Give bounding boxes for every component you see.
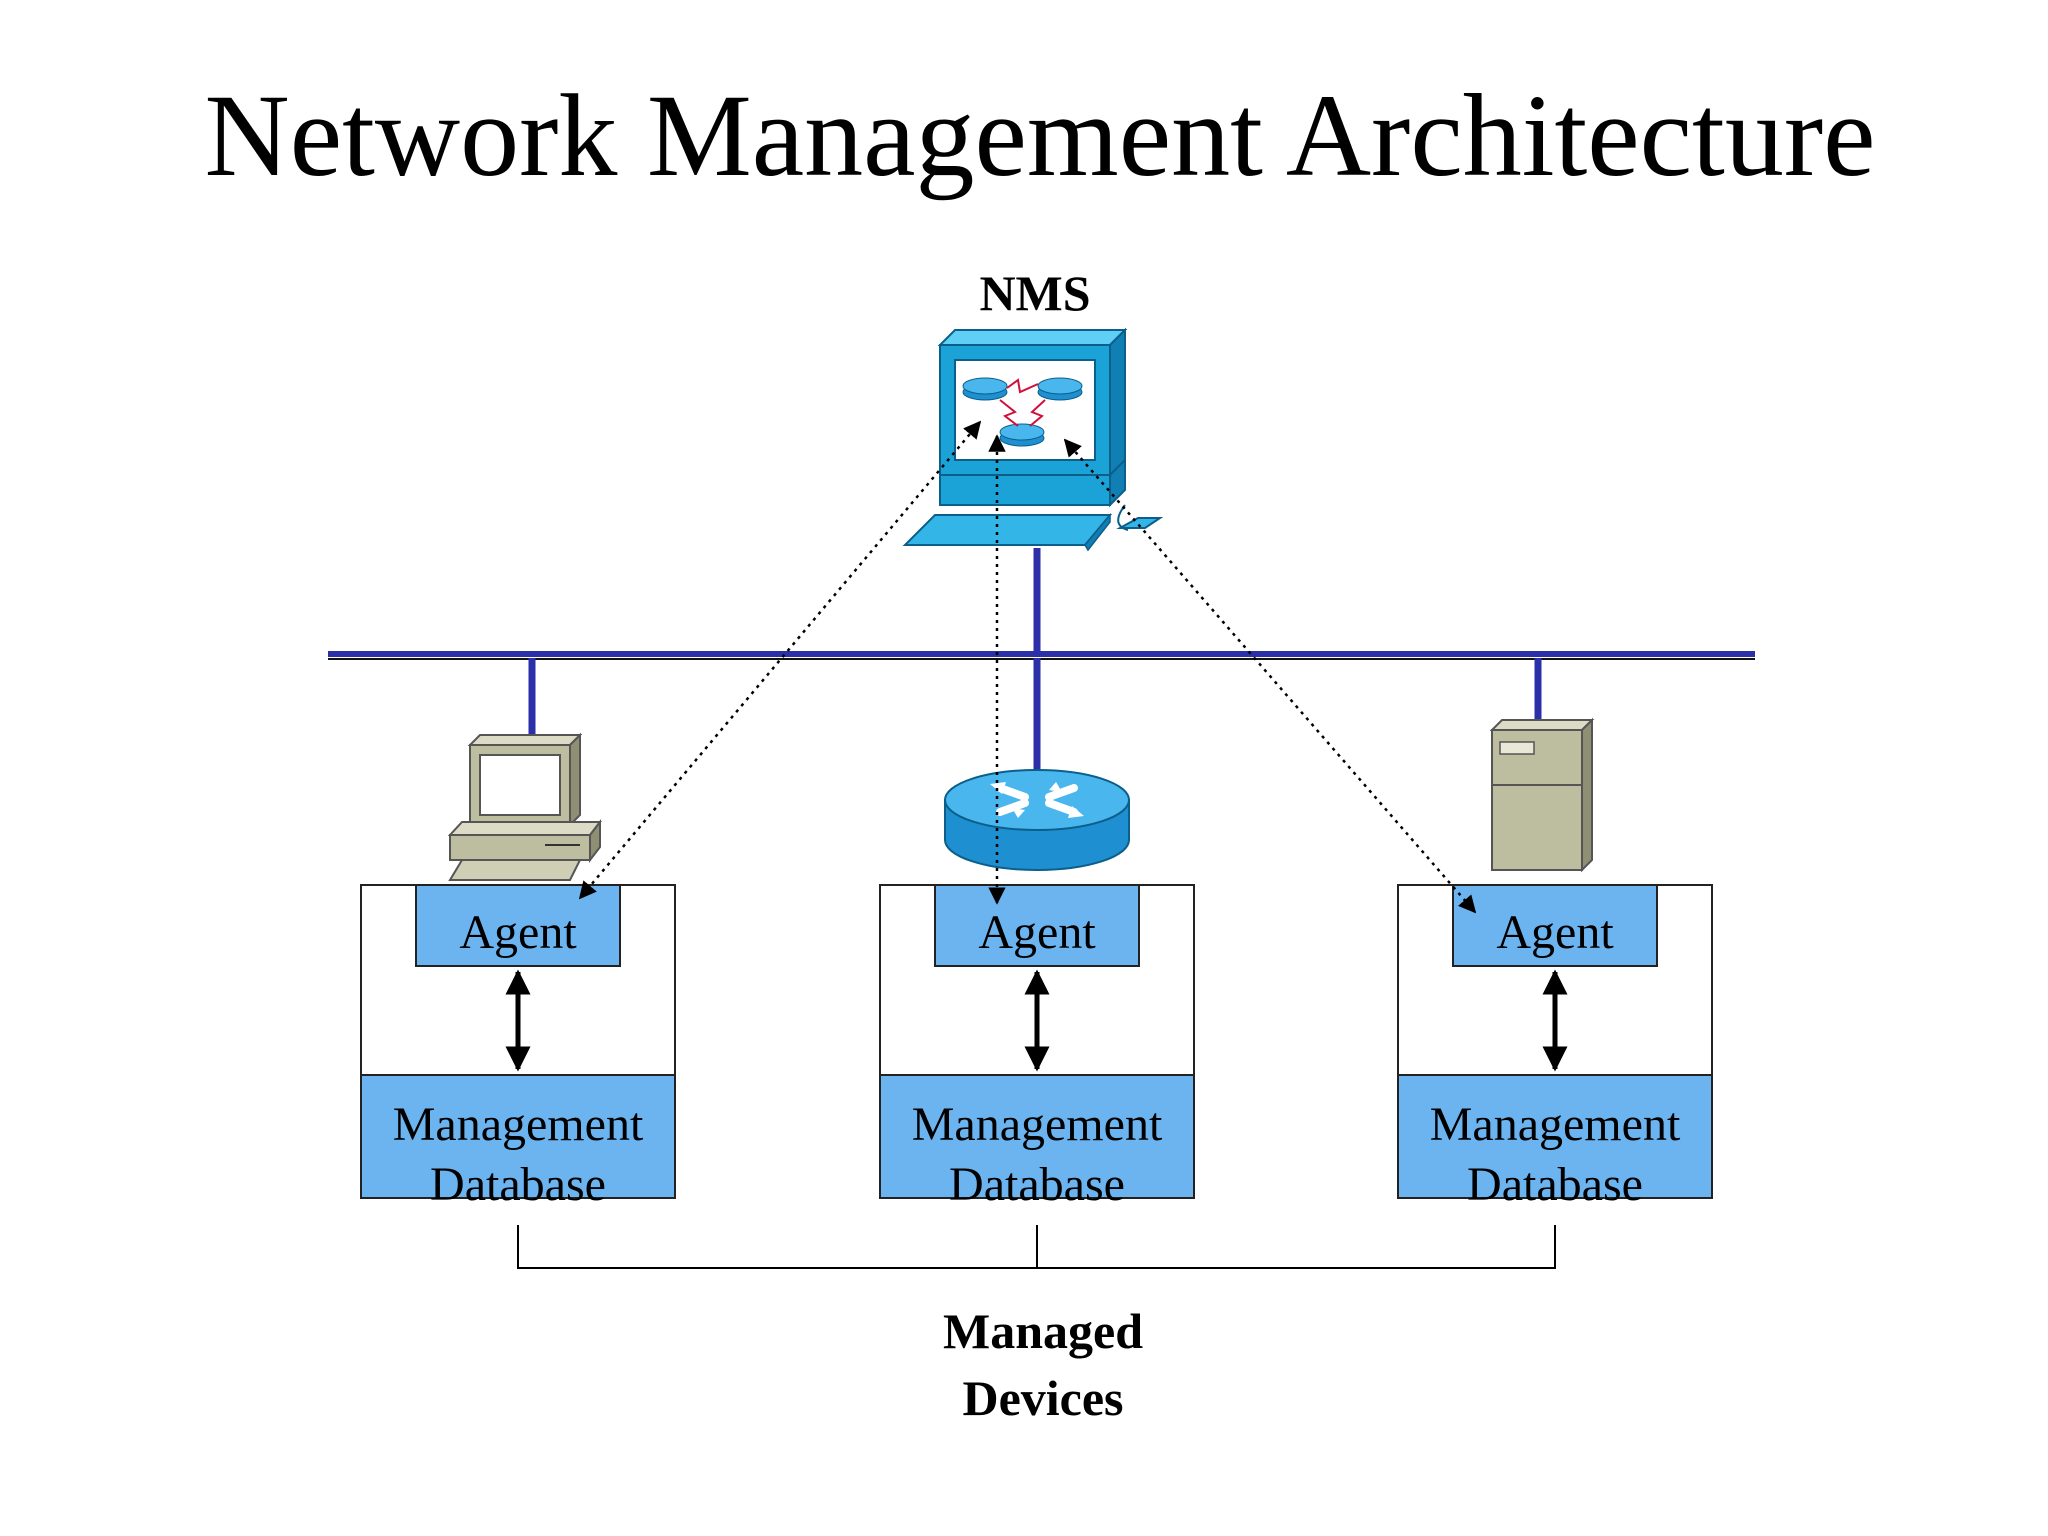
managed-devices-label: Devices — [962, 1370, 1123, 1426]
database-label-line1: Management — [912, 1098, 1163, 1151]
database-label-line1: Management — [1430, 1098, 1681, 1151]
router-icon — [944, 769, 1130, 871]
agent-label: Agent — [978, 906, 1096, 959]
mini-router-icon — [999, 423, 1045, 447]
lightning-link-icon — [1029, 399, 1046, 427]
managed-devices-label: Managed — [943, 1303, 1143, 1359]
workstation-icon — [447, 732, 603, 881]
database-label-line2: Database — [1467, 1158, 1643, 1211]
lightning-link-icon — [1006, 378, 1039, 394]
database-label-line2: Database — [430, 1158, 606, 1211]
management-database-box — [1397, 1074, 1713, 1199]
mini-router-icon — [962, 377, 1008, 401]
management-database-box — [879, 1074, 1195, 1199]
nms-label: NMS — [979, 265, 1090, 321]
management-database-box — [360, 1074, 676, 1199]
server-icon — [1489, 717, 1595, 873]
database-label-line2: Database — [949, 1158, 1125, 1211]
nms-computer-icon — [902, 327, 1164, 552]
mini-router-icon — [1037, 377, 1083, 401]
page-title: Network Management Architecture — [204, 70, 1875, 201]
dotted-arrow-right — [1063, 438, 1477, 914]
database-label-line1: Management — [393, 1098, 644, 1151]
agent-box — [1452, 884, 1658, 967]
agent-label: Agent — [1496, 906, 1614, 959]
lightning-link-icon — [999, 399, 1019, 427]
agent-label: Agent — [459, 906, 577, 959]
